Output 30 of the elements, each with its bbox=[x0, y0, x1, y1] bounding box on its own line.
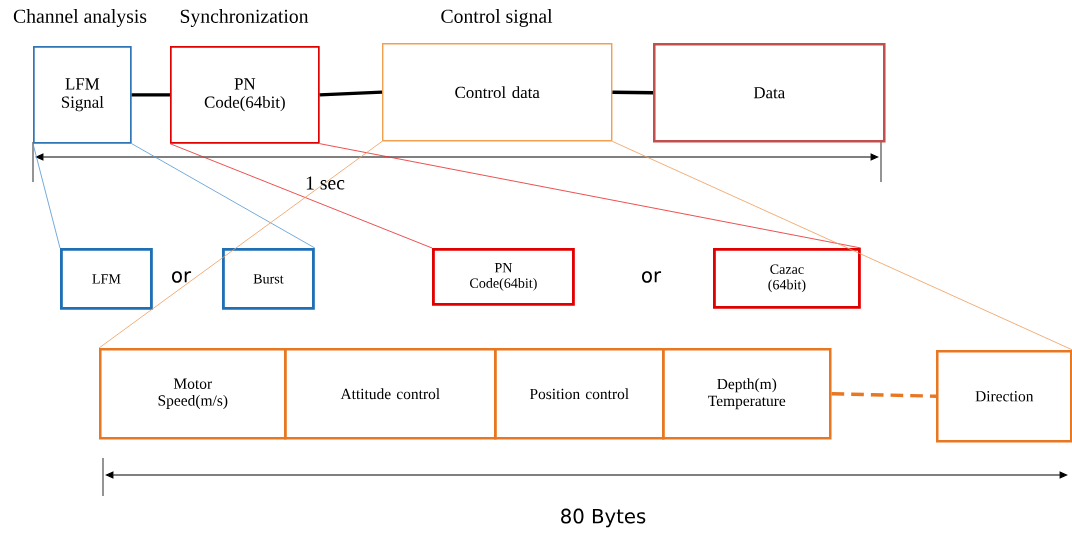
zoom-line bbox=[612, 141, 1072, 351]
section-heading: Synchronization bbox=[180, 9, 309, 27]
connector-line bbox=[319, 90, 383, 97]
size-label: 80 Bytes bbox=[561, 508, 646, 528]
option-box: Cazac (64bit) bbox=[713, 248, 861, 309]
option-box: Burst bbox=[222, 248, 315, 310]
zoom-line bbox=[131, 143, 316, 249]
or-label: or bbox=[172, 271, 192, 283]
field-cell: Attitude control bbox=[284, 348, 497, 440]
zoom-line bbox=[319, 143, 862, 249]
section-heading: Channel analysis bbox=[13, 9, 147, 27]
connector-line bbox=[131, 93, 170, 97]
field-cell: Depth(m) Temperature bbox=[662, 348, 832, 440]
option-box: LFM bbox=[60, 248, 153, 310]
dashed-line bbox=[831, 392, 937, 398]
or-label: or bbox=[642, 271, 662, 283]
signal-box: LFM Signal bbox=[33, 46, 132, 144]
zoom-line bbox=[169, 143, 433, 249]
section-heading: Control signal bbox=[441, 9, 553, 27]
option-box: PN Code(64bit) bbox=[432, 248, 575, 306]
connector-line bbox=[612, 90, 654, 95]
zoom-line bbox=[98, 141, 383, 349]
zoom-line bbox=[32, 143, 61, 249]
field-cell: Direction bbox=[936, 350, 1072, 443]
field-cell: Motor Speed(m/s) bbox=[99, 348, 287, 440]
field-cell: Position control bbox=[494, 348, 665, 440]
time-label: 1 sec bbox=[306, 176, 345, 190]
signal-box: Data bbox=[653, 43, 886, 143]
signal-box: PN Code(64bit) bbox=[170, 46, 320, 144]
signal-box: Control data bbox=[382, 43, 613, 142]
